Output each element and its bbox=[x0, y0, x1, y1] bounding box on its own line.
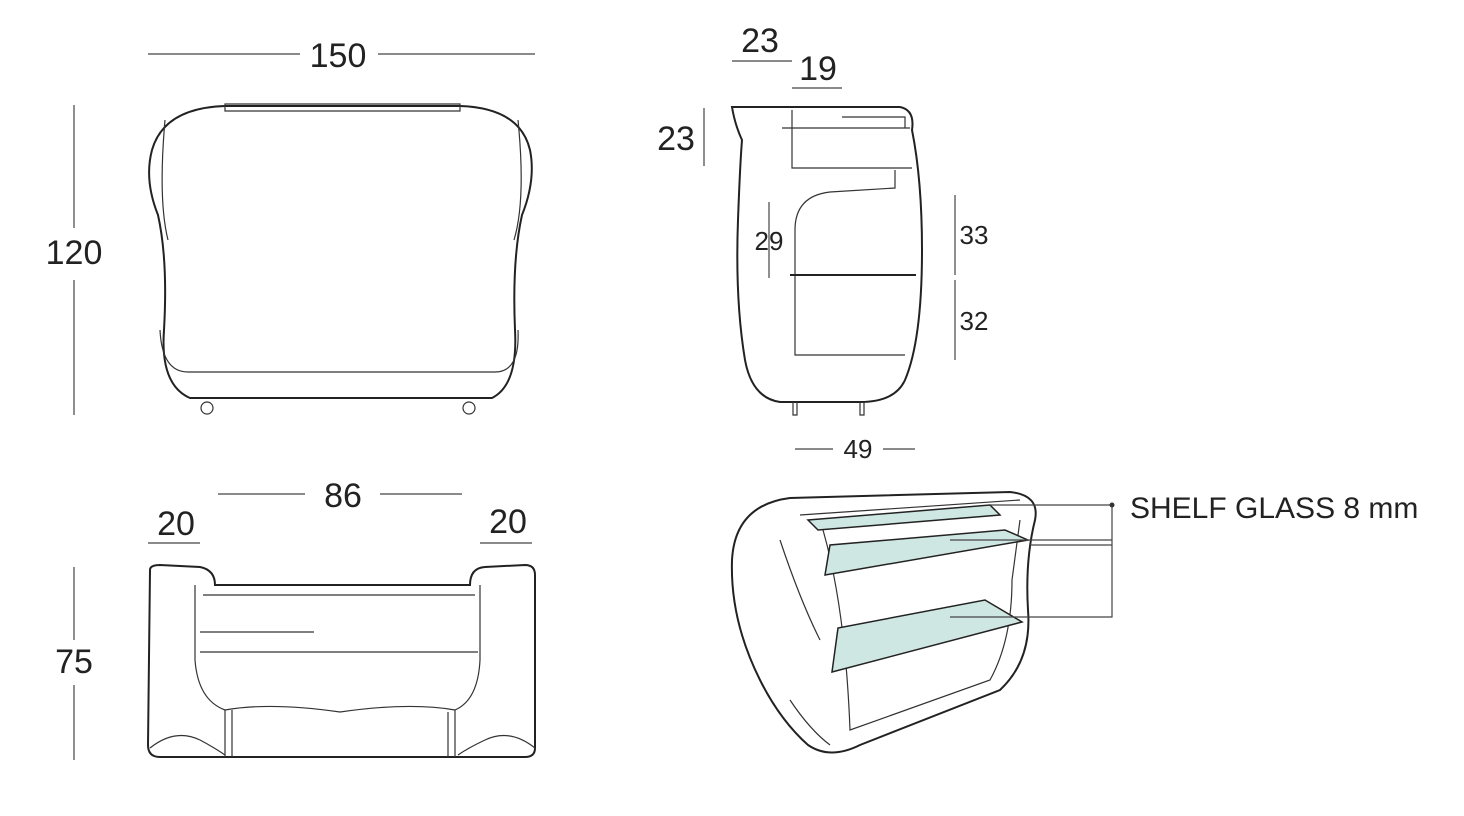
front-view: 150 120 bbox=[46, 37, 535, 415]
perspective-body-outline bbox=[730, 490, 1037, 754]
top-body-outline bbox=[146, 563, 536, 758]
dim-depth-label: 75 bbox=[55, 643, 93, 681]
side-view: 23 19 23 29 33 32 49 bbox=[657, 22, 988, 464]
top-view: 86 20 20 75 bbox=[55, 477, 536, 760]
dim-right-side-label: 20 bbox=[489, 503, 527, 541]
glass-shelf-upper bbox=[824, 529, 1031, 576]
dim-inner-width-label: 86 bbox=[324, 477, 362, 515]
front-body-outline bbox=[148, 105, 533, 399]
dim-inner-gap-label: 29 bbox=[755, 226, 784, 256]
dim-top-inner-label: 19 bbox=[799, 50, 837, 88]
dim-height-label: 120 bbox=[46, 234, 103, 272]
dim-upper-shelf-label: 33 bbox=[960, 220, 989, 250]
side-legs bbox=[792, 402, 865, 416]
dim-base-depth-label: 49 bbox=[844, 434, 873, 464]
dim-lower-shelf-label: 32 bbox=[960, 306, 989, 336]
caster-wheel bbox=[462, 401, 476, 415]
front-top-edge bbox=[224, 103, 461, 112]
shelf-glass-callout: SHELF GLASS 8 mm bbox=[1130, 492, 1418, 525]
top-contours bbox=[149, 734, 536, 756]
top-inner-cavity bbox=[194, 585, 481, 713]
top-base-lines bbox=[224, 710, 456, 757]
callout-dot bbox=[1109, 502, 1115, 508]
front-contour bbox=[513, 119, 522, 241]
side-top-shelf bbox=[782, 116, 910, 129]
dim-left-side-label: 20 bbox=[157, 505, 195, 543]
dim-top-depth-label: 23 bbox=[741, 22, 779, 60]
front-contour bbox=[161, 119, 169, 241]
caster-wheel bbox=[200, 401, 214, 415]
dim-width-label: 150 bbox=[310, 37, 367, 75]
perspective-view: SHELF GLASS 8 mm bbox=[730, 490, 1418, 754]
top-shelf-lines bbox=[200, 594, 478, 653]
glass-shelf-lower bbox=[831, 599, 1024, 674]
side-body-outline bbox=[730, 106, 924, 403]
callout-leader-lines bbox=[950, 504, 1113, 618]
glass-shelf-top bbox=[806, 504, 1002, 531]
side-cavity bbox=[794, 170, 905, 356]
dim-top-height-label: 23 bbox=[657, 120, 695, 158]
front-base-line bbox=[159, 329, 519, 373]
side-top-tray bbox=[791, 110, 912, 169]
perspective-contours bbox=[779, 539, 831, 746]
